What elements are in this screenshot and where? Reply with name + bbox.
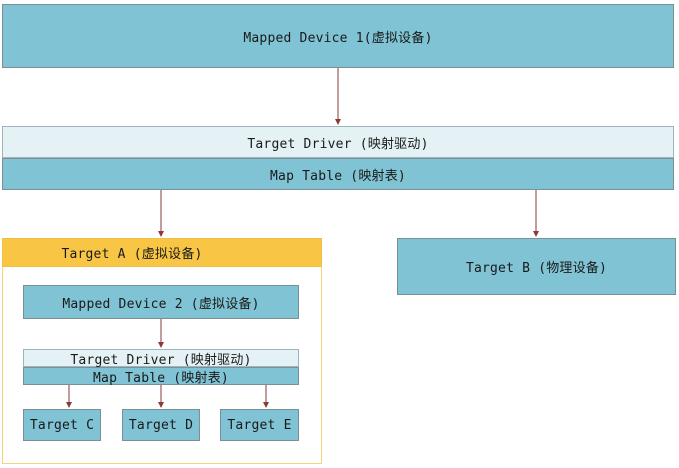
- target-b-label: Target B (物理设备): [465, 261, 608, 276]
- target-b-box: Target B (物理设备): [397, 238, 676, 295]
- map-table-2-label: Map Table (映射表): [93, 370, 229, 386]
- target-e-box: Target E: [220, 409, 299, 441]
- target-driver-2-box: Target Driver (映射驱动): [23, 349, 299, 368]
- mapped-device-1-box: Mapped Device 1(虚拟设备): [2, 4, 674, 68]
- mapped-device-2-box: Mapped Device 2 (虚拟设备): [23, 285, 299, 319]
- target-a-label: Target A (虚拟设备): [61, 247, 203, 262]
- target-driver-2-label: Target Driver (映射驱动): [70, 352, 252, 368]
- map-table-2-box: Map Table (映射表): [23, 367, 299, 386]
- map-table-1-box: Map Table (映射表): [2, 158, 674, 190]
- target-a-header: Target A (虚拟设备): [2, 238, 322, 267]
- mapped-device-2-label: Mapped Device 2 (虚拟设备): [62, 296, 260, 312]
- mapped-device-1-label: Mapped Device 1(虚拟设备): [243, 30, 433, 46]
- target-driver-1-box: Target Driver (映射驱动): [2, 126, 674, 158]
- map-table-1-label: Map Table (映射表): [270, 168, 406, 184]
- target-e-label: Target E: [227, 417, 292, 433]
- target-c-box: Target C: [23, 409, 101, 441]
- target-d-label: Target D: [128, 417, 194, 433]
- target-driver-1-label: Target Driver (映射驱动): [247, 136, 429, 152]
- target-d-box: Target D: [122, 409, 200, 441]
- target-c-label: Target C: [29, 417, 95, 433]
